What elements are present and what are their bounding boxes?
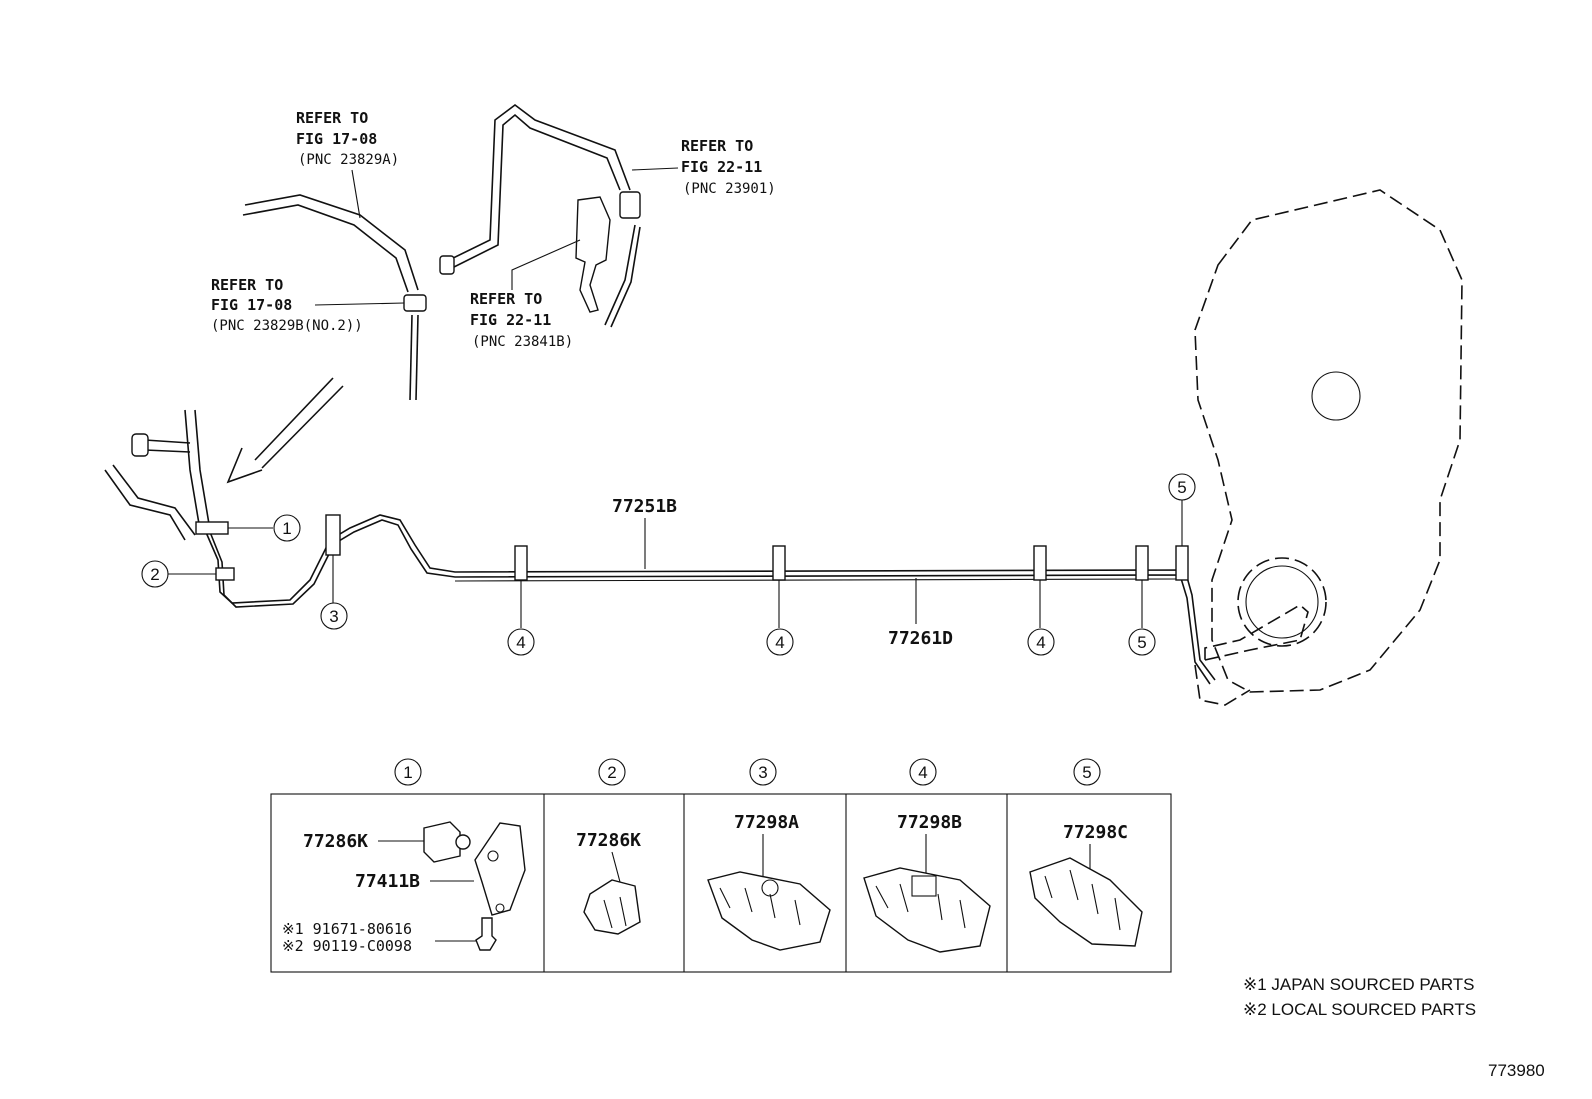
clamps — [195, 514, 1189, 581]
refer-label-4: REFER TO FIG 22-11 (PNC 23901) — [631, 137, 776, 197]
part-number-77261d: 77261D — [888, 628, 953, 649]
cell2-part-77286k: 77286K — [576, 830, 641, 851]
callout-5a-label: 5 — [1137, 633, 1146, 652]
callout-5b-main: 5 — [1168, 473, 1196, 546]
table-cell-1: 77286K 77411B ※1 91671-80616 ※2 90119-C0… — [282, 821, 526, 955]
fuel-tank-outline — [1194, 189, 1463, 706]
bolt-icon — [475, 917, 497, 951]
refer-1-line1: REFER TO — [296, 109, 368, 127]
refer-4-line2: FIG 22-11 — [681, 158, 762, 176]
callout-4c-label: 4 — [1036, 633, 1045, 652]
cell1-note-2: ※2 90119-C0098 — [282, 937, 412, 955]
callout-4b-label: 4 — [775, 633, 784, 652]
tank-port-circle — [1311, 371, 1361, 421]
clamp-block-c-icon — [1029, 857, 1143, 947]
table-header-1: 1 — [394, 758, 422, 786]
callout-4c-main: 4 — [1027, 580, 1055, 656]
figure-id: 773980 — [1488, 1061, 1545, 1080]
table-header-2-label: 2 — [607, 763, 616, 782]
callout-1-main: 1 — [228, 514, 301, 542]
fuel-tubes — [104, 409, 1216, 685]
refer-label-3: REFER TO FIG 22-11 (PNC 23841B) — [470, 239, 581, 350]
pump-flange-circle — [1237, 557, 1327, 647]
callout-2-label: 2 — [150, 565, 159, 584]
callout-3-main: 3 — [320, 555, 348, 630]
refer-1-line2: FIG 17-08 — [296, 130, 377, 148]
callout-2-main: 2 — [141, 560, 216, 588]
table-header-2: 2 — [598, 758, 626, 786]
cell1-part-77411b: 77411B — [355, 871, 420, 892]
clamp-block-a-icon — [707, 871, 831, 951]
clip-icon — [423, 821, 461, 863]
callout-3-label: 3 — [329, 607, 338, 626]
refer-3-line2: FIG 22-11 — [470, 311, 551, 329]
table-header-3: 3 — [749, 758, 777, 786]
cell5-part-77298c: 77298C — [1063, 822, 1128, 843]
table-cell-5: 77298C — [1029, 822, 1143, 947]
refer-3-line3: (PNC 23841B) — [472, 334, 573, 350]
callout-4a-label: 4 — [516, 633, 525, 652]
refer-4-line3: (PNC 23901) — [683, 181, 776, 197]
table-header-4: 4 — [909, 758, 937, 786]
table-header-3-label: 3 — [758, 763, 767, 782]
table-header-1-label: 1 — [403, 763, 412, 782]
table-cell-3: 77298A — [707, 812, 831, 951]
part-number-77251b: 77251B — [612, 496, 677, 517]
refer-1-line3: (PNC 23829A) — [298, 152, 399, 168]
table-cell-2: 77286K — [576, 830, 641, 935]
refer-label-1: REFER TO FIG 17-08 (PNC 23829A) — [296, 109, 399, 219]
callout-5b-label: 5 — [1177, 478, 1186, 497]
refer-2-line1: REFER TO — [211, 276, 283, 294]
legend-japan-sourced: ※1 JAPAN SOURCED PARTS — [1243, 975, 1475, 994]
refer-2-line2: FIG 17-08 — [211, 296, 292, 314]
parts-table — [270, 793, 1172, 973]
table-cell-4: 77298B — [863, 812, 991, 953]
legend-local-sourced: ※2 LOCAL SOURCED PARTS — [1243, 1000, 1476, 1019]
cell3-part-77298a: 77298A — [734, 812, 799, 833]
upper-hoses — [242, 104, 641, 401]
bracket-icon — [474, 822, 526, 916]
refer-2-line3: (PNC 23829B(NO.2)) — [211, 318, 363, 334]
callout-1-label: 1 — [282, 519, 291, 538]
clip-icon-2 — [583, 879, 641, 935]
table-header-4-label: 4 — [918, 763, 927, 782]
callout-4b-main: 4 — [766, 580, 794, 656]
cell4-part-77298b: 77298B — [897, 812, 962, 833]
refer-label-2: REFER TO FIG 17-08 (PNC 23829B(NO.2)) — [211, 276, 405, 334]
refer-3-line1: REFER TO — [470, 290, 542, 308]
direction-arrow — [226, 377, 344, 484]
clamp-block-b-icon — [863, 867, 991, 953]
callout-4a-main: 4 — [507, 580, 535, 656]
cell1-note-1: ※1 91671-80616 — [282, 920, 412, 938]
refer-4-line1: REFER TO — [681, 137, 753, 155]
cell1-part-77286k: 77286K — [303, 831, 368, 852]
callout-5a-main: 5 — [1128, 580, 1156, 656]
table-header-5: 5 — [1073, 758, 1101, 786]
table-header-5-label: 5 — [1082, 763, 1091, 782]
